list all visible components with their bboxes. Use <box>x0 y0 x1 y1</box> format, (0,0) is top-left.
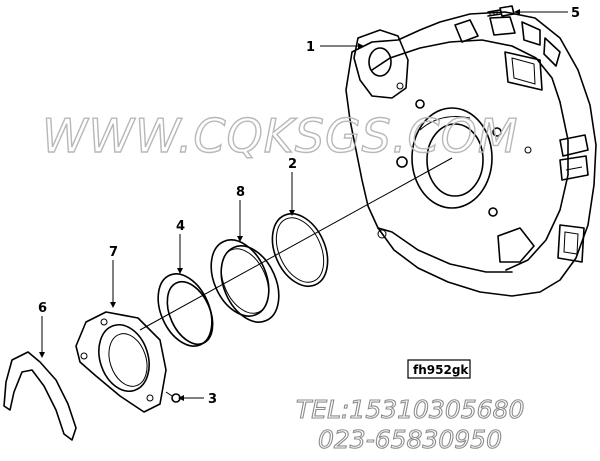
screw-part <box>165 391 181 403</box>
callout-7: 7 <box>109 245 118 260</box>
callout-8: 8 <box>236 185 245 200</box>
cap-screw-part <box>487 5 515 17</box>
contact-tel: TEL:15310305680 <box>296 395 524 424</box>
wear-sleeve-part <box>210 239 280 323</box>
watermark-url: WWW.CQKSGS.COM <box>42 109 519 163</box>
rear-cover-part <box>75 311 167 413</box>
figure-code: fh952gk <box>413 363 469 377</box>
gasket-part <box>3 351 77 441</box>
callout-6: 6 <box>38 301 47 316</box>
callout-1: 1 <box>306 40 315 55</box>
contact-phone: 023-65830950 <box>318 425 502 454</box>
rear-seal-ring-part <box>157 273 214 347</box>
callout-4: 4 <box>176 219 185 234</box>
callout-5: 5 <box>571 6 580 21</box>
assembly-centerline <box>139 157 453 331</box>
callout-3: 3 <box>208 392 217 407</box>
o-ring-seal-part <box>271 213 329 287</box>
leader-lines <box>39 9 568 401</box>
figure-code-box: fh952gk <box>407 359 471 379</box>
flywheel-housing <box>345 11 597 297</box>
callout-2: 2 <box>288 157 297 172</box>
